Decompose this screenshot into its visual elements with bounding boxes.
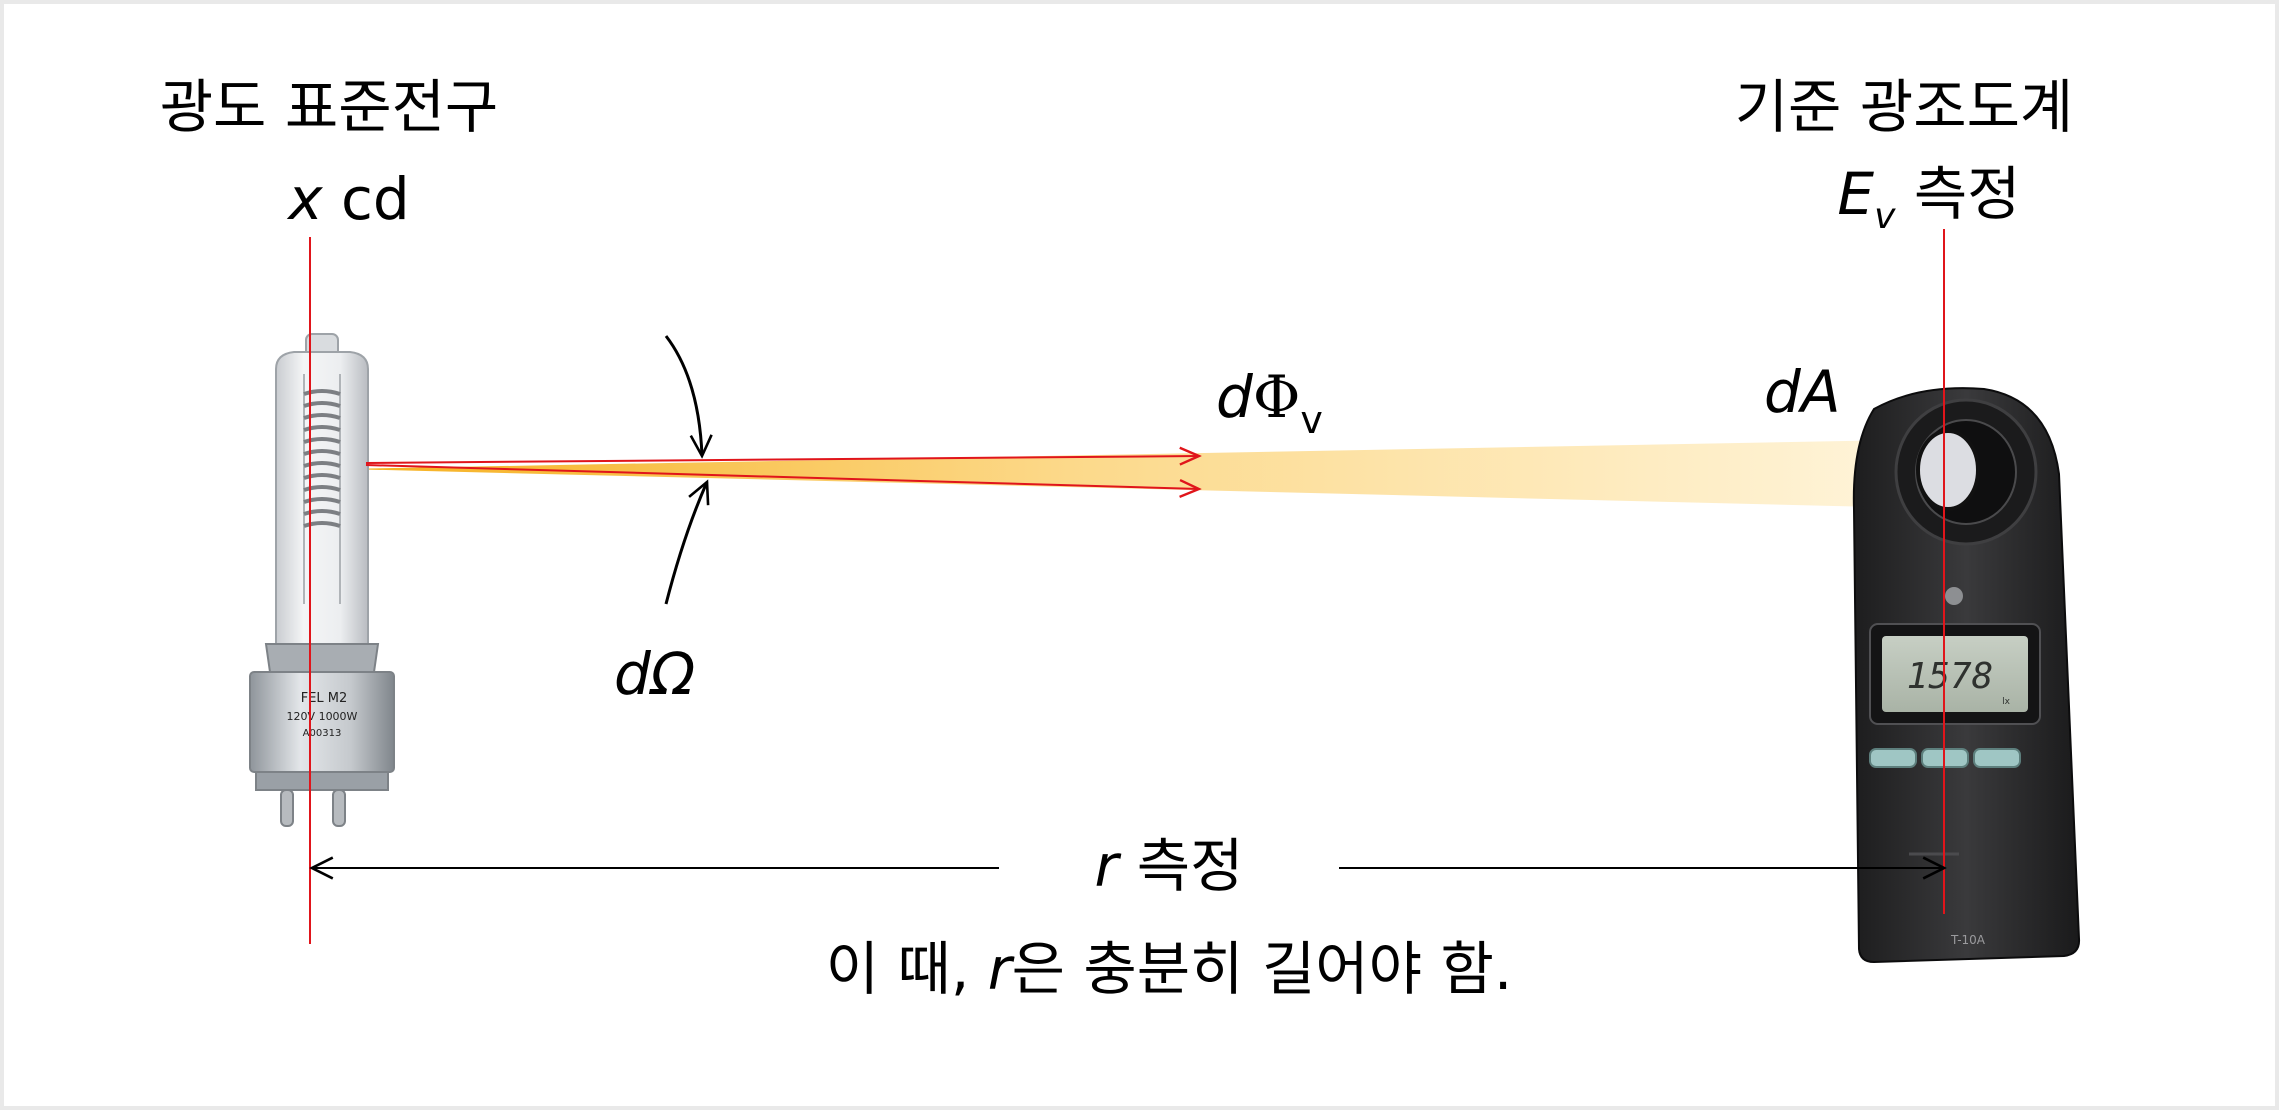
solid-angle-arrow-bottom (664, 482, 707, 605)
lamp-intensity: x cd (286, 165, 409, 233)
beam-ray-upper (365, 456, 1199, 463)
distance-text: 측정 (1118, 832, 1243, 900)
meter-measure-sub: v (1874, 196, 1896, 237)
distance-label: r 측정 (1094, 832, 1243, 900)
solid-angle-symbol: dΩ (614, 640, 695, 708)
flux-d: d (1216, 363, 1254, 431)
lamp-intensity-var: x (286, 165, 323, 233)
distance-note-post: 은 충분히 길어야 함. (1012, 935, 1513, 1003)
light-beam (344, 439, 1954, 509)
meter-measure-text: 측정 (1895, 160, 2020, 228)
meter-title: 기준 광조도계 (1735, 73, 2074, 141)
lamp-title: 광도 표준전구 (160, 73, 499, 141)
meter-measure-var: E (1837, 160, 1874, 228)
photometry-diagram: FEL M2 120V 1000W A00313 1578 lx T-10A 광… (160, 73, 2081, 1003)
meter-button-1 (1869, 748, 1917, 768)
flux-phi: Φ (1253, 363, 1301, 431)
lamp-base-line-1: FEL M2 (301, 691, 348, 706)
lcd-reading: 1578 (1907, 656, 1994, 697)
distance-note-var: r (988, 935, 1015, 1003)
flux-sub: v (1300, 398, 1323, 442)
lamp-base-line-2: 120V 1000W (287, 710, 358, 723)
lcd-unit: lx (2002, 697, 2011, 707)
meter-button-3 (1973, 748, 2021, 768)
distance-note: 이 때, r은 충분히 길어야 함. (826, 935, 1513, 1003)
lamp-base-line-3: A00313 (303, 728, 342, 739)
distance-note-pre: 이 때, (826, 935, 988, 1003)
lamp-intensity-unit: cd (323, 165, 410, 233)
solid-angle-arrow-top (664, 335, 702, 456)
area-symbol: dA (1764, 358, 1841, 426)
diagram-canvas: FEL M2 120V 1000W A00313 1578 lx T-10A 광… (4, 4, 2275, 1106)
distance-var: r (1094, 832, 1121, 900)
meter-measure: Ev 측정 (1837, 160, 2020, 237)
meter-model-label: T-10A (1950, 933, 1986, 947)
illuminance-meter-image: 1578 lx T-10A (1852, 387, 2081, 964)
beam-ray-lower (365, 464, 1199, 489)
standard-lamp-image: FEL M2 120V 1000W A00313 (249, 333, 395, 827)
flux-symbol: dΦv (1216, 363, 1323, 442)
sensor-head (1916, 429, 1980, 511)
